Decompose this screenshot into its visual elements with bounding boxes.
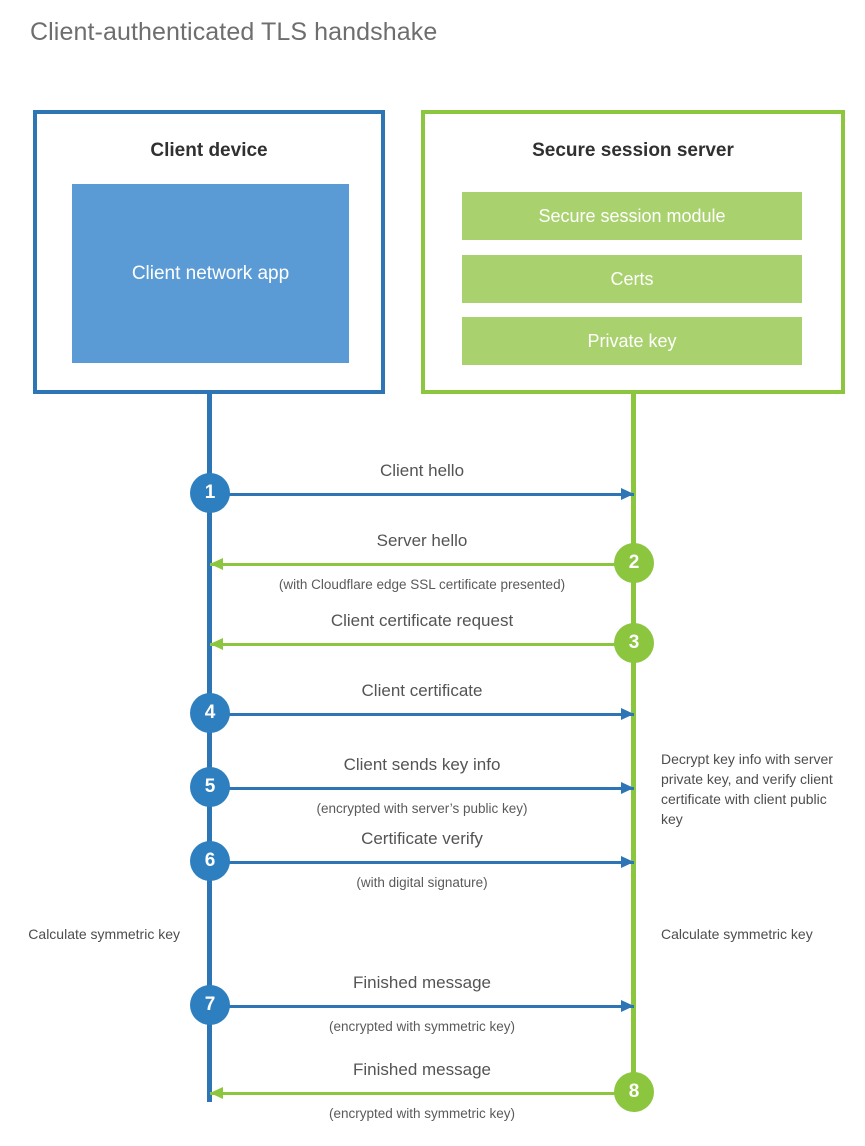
client-device-title: Client device (150, 140, 268, 161)
message-label-5: Client sends key info (343, 755, 501, 774)
message-arrow-line-2 (210, 563, 634, 566)
message-sublabel-5: (encrypted with server’s public key) (316, 801, 528, 816)
message-arrow-line-8 (210, 1092, 634, 1095)
message-label-4: Client certificate (361, 681, 483, 700)
step-badge-4: 4 (190, 693, 230, 733)
server-component-secure-session-module: Secure session module (462, 192, 802, 240)
message-sublabel-6: (with digital signature) (356, 875, 488, 890)
page-title: Client-authenticated TLS handshake (30, 18, 438, 46)
arrow-head-icon-2 (210, 558, 223, 570)
message-arrow-line-3 (210, 643, 634, 646)
arrow-head-icon-6 (621, 856, 634, 868)
message-arrow-line-1 (210, 493, 634, 496)
message-arrow-line-6 (210, 861, 634, 864)
message-label-2: Server hello (376, 531, 468, 550)
message-arrow-line-5 (210, 787, 634, 790)
client-lifeline (207, 392, 212, 1102)
arrow-head-icon-4 (621, 708, 634, 720)
step-badge-8: 8 (614, 1072, 654, 1112)
server-lifeline (631, 392, 636, 1092)
step-badge-7: 7 (190, 985, 230, 1025)
step-badge-5: 5 (190, 767, 230, 807)
step-badge-6: 6 (190, 841, 230, 881)
message-sublabel-2: (with Cloudflare edge SSL certificate pr… (278, 577, 566, 592)
secure-session-server-title: Secure session server (532, 140, 734, 161)
step-badge-3: 3 (614, 623, 654, 663)
annotation-server-calculate-symmetric-key: Calculate symmetric key (661, 926, 813, 942)
message-arrow-line-7 (210, 1005, 634, 1008)
arrow-head-icon-1 (621, 488, 634, 500)
arrow-head-icon-8 (210, 1087, 223, 1099)
arrow-head-icon-5 (621, 782, 634, 794)
annotation-client-calculate-symmetric-key: Calculate symmetric key (28, 926, 180, 942)
server-component-certs: Certs (462, 255, 802, 303)
annotation-server-decrypt: Decrypt key info with server private key… (661, 751, 833, 827)
message-label-8: Finished message (353, 1060, 491, 1079)
server-component-private-key: Private key (462, 317, 802, 365)
message-sublabel-7: (encrypted with symmetric key) (328, 1019, 516, 1034)
arrow-head-icon-3 (210, 638, 223, 650)
message-arrow-line-4 (210, 713, 634, 716)
message-label-1: Client hello (379, 461, 465, 480)
arrow-head-icon-7 (621, 1000, 634, 1012)
message-label-3: Client certificate request (330, 611, 514, 630)
step-badge-2: 2 (614, 543, 654, 583)
client-network-app-block: Client network app (72, 184, 349, 363)
step-badge-1: 1 (190, 473, 230, 513)
message-label-7: Finished message (353, 973, 491, 992)
message-sublabel-8: (encrypted with symmetric key) (328, 1106, 516, 1121)
client-device-box: Client device Client network app (33, 110, 385, 394)
secure-session-server-box: Secure session server Secure session mod… (421, 110, 845, 394)
message-label-6: Certificate verify (361, 829, 483, 848)
